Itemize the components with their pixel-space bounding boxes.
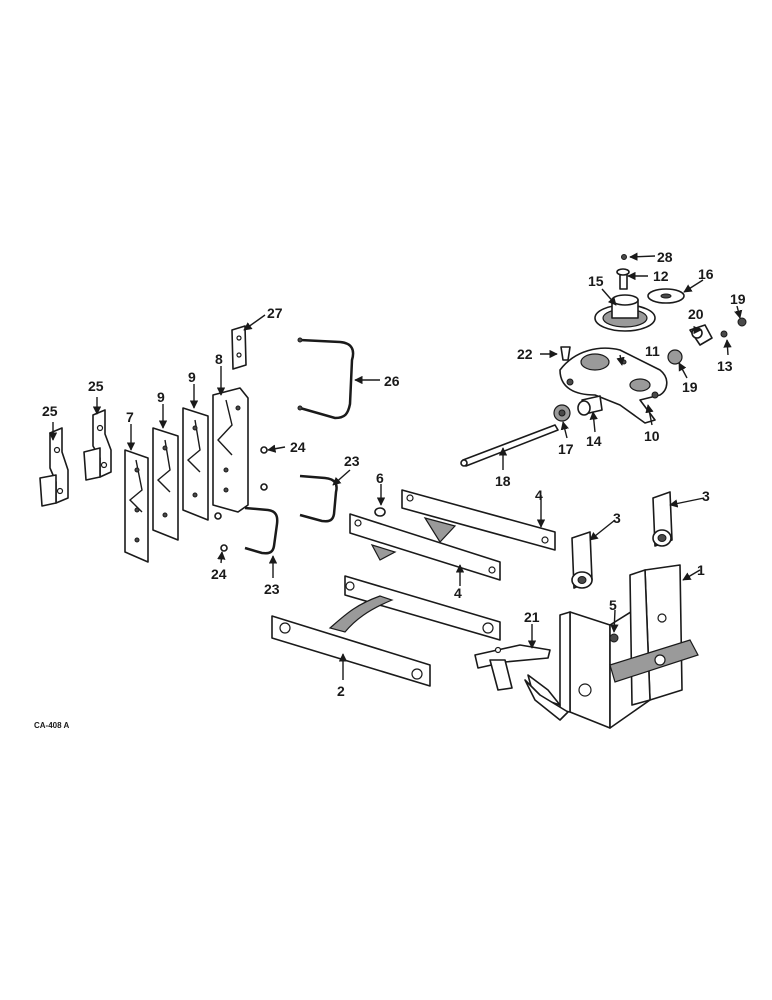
callout-5: 5 <box>609 597 617 613</box>
callout-21: 21 <box>524 609 540 625</box>
callout-25b: 25 <box>88 378 104 394</box>
callout-24b: 24 <box>211 566 227 582</box>
strap-part <box>231 325 247 370</box>
callout-7: 7 <box>126 409 134 425</box>
leader-lines <box>48 252 743 680</box>
callout-16: 16 <box>698 266 714 282</box>
callout-14: 14 <box>586 433 602 449</box>
callout-17: 17 <box>558 441 574 457</box>
callout-10: 10 <box>644 428 660 444</box>
callout-24: 24 <box>290 439 306 455</box>
frame-bracket-part <box>524 564 699 729</box>
bolt-part <box>374 507 619 643</box>
shaft-part <box>460 424 559 467</box>
callout-23: 23 <box>344 453 360 469</box>
lower-bar-part <box>271 575 501 687</box>
gear-part <box>594 294 656 332</box>
vertical-plates-part <box>124 387 249 563</box>
washer-part <box>647 288 685 304</box>
callout-13: 13 <box>717 358 733 374</box>
callout-3: 3 <box>613 510 621 526</box>
callout-4b: 4 <box>454 585 462 601</box>
mounting-plate-part <box>474 644 551 691</box>
callout-19: 19 <box>682 379 698 395</box>
callout-22: 22 <box>517 346 533 362</box>
callout-2: 2 <box>337 683 345 699</box>
callout-9: 9 <box>157 389 165 405</box>
callout-28: 28 <box>657 249 673 265</box>
callout-15: 15 <box>588 273 604 289</box>
callout-labels: 1 2 3 3 4 4 5 6 7 8 9 9 10 11 12 13 14 1… <box>42 249 746 699</box>
bushing-part <box>553 395 603 422</box>
callout-8: 8 <box>215 351 223 367</box>
pin-part <box>616 254 630 290</box>
callout-19b: 19 <box>730 291 746 307</box>
callout-25: 25 <box>42 403 58 419</box>
callout-9b: 9 <box>188 369 196 385</box>
callout-6: 6 <box>376 470 384 486</box>
clamp-part <box>39 409 112 507</box>
callout-18: 18 <box>495 473 511 489</box>
callout-12: 12 <box>653 268 669 284</box>
callout-23b: 23 <box>264 581 280 597</box>
nut-part <box>214 446 268 552</box>
callout-3b: 3 <box>702 488 710 504</box>
callout-4: 4 <box>535 487 543 503</box>
gear-housing-part <box>559 347 668 424</box>
callout-20: 20 <box>688 306 704 322</box>
bushing-bracket-part <box>571 491 673 589</box>
callout-26: 26 <box>384 373 400 389</box>
callout-11: 11 <box>645 343 660 359</box>
callout-1: 1 <box>697 562 705 578</box>
upper-bar-part <box>349 489 556 581</box>
callout-27: 27 <box>267 305 283 321</box>
drawing-code: CA-408 A <box>34 721 69 730</box>
u-bolt-part <box>244 337 355 555</box>
